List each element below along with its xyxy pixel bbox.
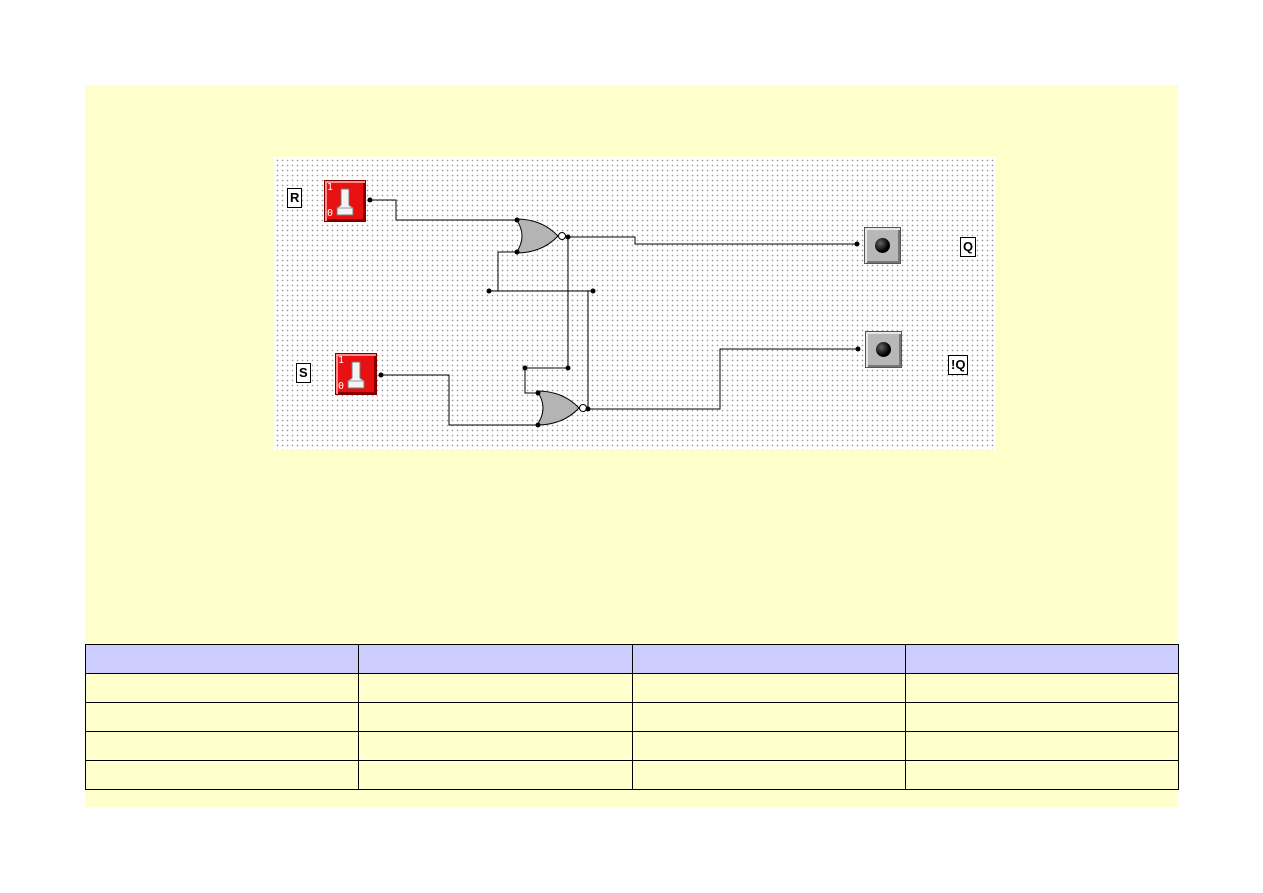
table-header-cell bbox=[84, 644, 360, 674]
table-row bbox=[84, 702, 1180, 732]
table-cell[interactable] bbox=[358, 731, 633, 761]
table-cell[interactable] bbox=[84, 760, 360, 790]
switch-r-high-glyph: 1 bbox=[327, 182, 334, 193]
table-header-row bbox=[84, 644, 1180, 674]
circuit-canvas[interactable]: R S Q !Q 1 0 1 0 bbox=[274, 157, 996, 450]
wire-nor2-to-nq bbox=[588, 348, 858, 410]
label-q: Q bbox=[960, 237, 977, 257]
truth-table bbox=[84, 644, 1180, 790]
table-cell[interactable] bbox=[84, 731, 360, 761]
label-s: S bbox=[296, 363, 311, 383]
table-cell[interactable] bbox=[631, 731, 906, 761]
table-cell[interactable] bbox=[358, 673, 633, 703]
circuit-wiring bbox=[367, 197, 861, 428]
wire-r-to-nor1 bbox=[370, 199, 517, 221]
table-cell[interactable] bbox=[904, 673, 1180, 703]
label-r: R bbox=[287, 188, 303, 208]
toggle-switch-icon bbox=[347, 361, 365, 389]
table-row bbox=[84, 673, 1180, 703]
table-header-cell bbox=[904, 644, 1180, 674]
table-cell[interactable] bbox=[631, 673, 906, 703]
switch-s[interactable]: 1 0 bbox=[335, 353, 377, 395]
table-header-cell bbox=[358, 644, 633, 674]
switch-s-low-glyph: 0 bbox=[338, 381, 345, 392]
led-q bbox=[864, 227, 901, 264]
wire-nor1-to-q bbox=[568, 236, 857, 245]
table-cell[interactable] bbox=[84, 702, 360, 732]
table-header-cell bbox=[631, 644, 906, 674]
nor-gate-upper-icon bbox=[515, 218, 566, 254]
table-cell[interactable] bbox=[904, 760, 1180, 790]
switch-s-high-glyph: 1 bbox=[338, 355, 345, 366]
led-bulb-icon bbox=[875, 238, 890, 253]
nor-gate-lower-icon bbox=[536, 390, 587, 426]
wire-s-to-nor2 bbox=[381, 374, 538, 426]
table-row bbox=[84, 760, 1180, 790]
wire-q-feedback-to-nor2 bbox=[524, 367, 568, 394]
table-cell[interactable] bbox=[358, 760, 633, 790]
table-row bbox=[84, 731, 1180, 761]
led-bulb-icon bbox=[876, 342, 891, 357]
table-cell[interactable] bbox=[84, 673, 360, 703]
table-cell[interactable] bbox=[904, 702, 1180, 732]
table-cell[interactable] bbox=[631, 702, 906, 732]
table-cell[interactable] bbox=[631, 760, 906, 790]
switch-r-low-glyph: 0 bbox=[327, 208, 334, 219]
switch-r[interactable]: 1 0 bbox=[324, 180, 366, 222]
led-not-q bbox=[865, 331, 902, 368]
label-not-q: !Q bbox=[948, 355, 969, 375]
table-cell[interactable] bbox=[904, 731, 1180, 761]
wire-feedback-to-nor1 bbox=[497, 251, 517, 291]
table-cell[interactable] bbox=[358, 702, 633, 732]
toggle-switch-icon bbox=[336, 188, 354, 216]
